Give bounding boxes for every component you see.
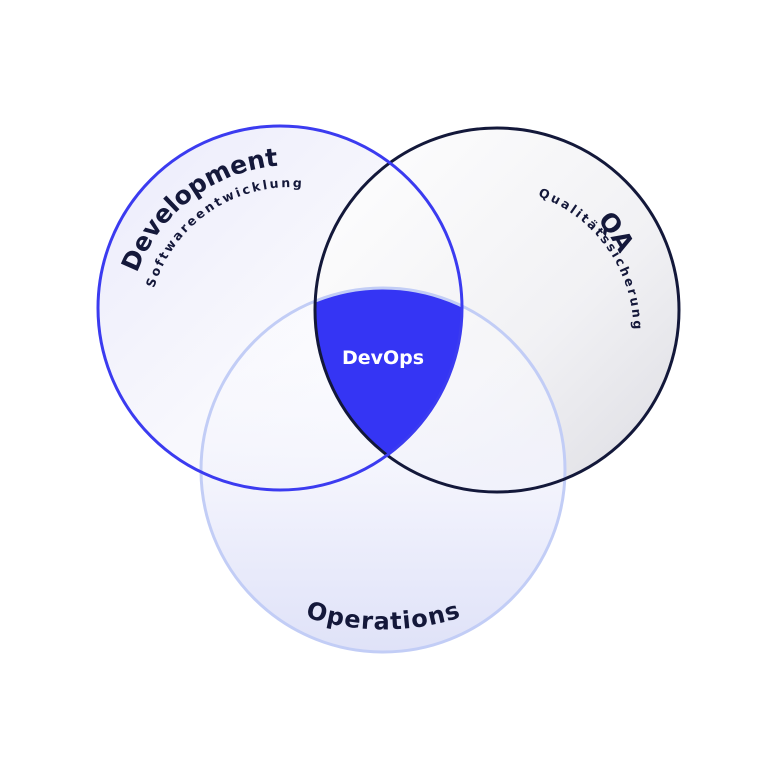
devops-label: DevOps xyxy=(342,347,424,369)
development-circle xyxy=(96,124,464,492)
operations-circle-fill xyxy=(201,288,565,652)
operations-circle xyxy=(199,286,567,654)
qa-circle xyxy=(313,126,681,494)
